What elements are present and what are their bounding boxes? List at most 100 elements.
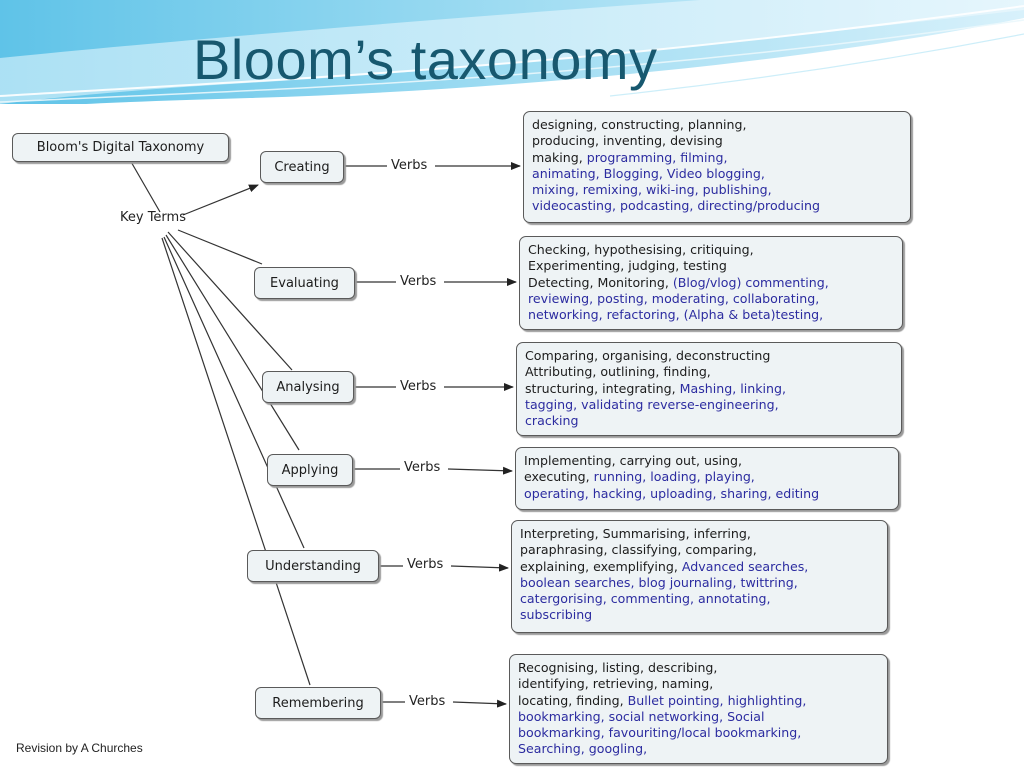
verbs-arrow-understanding [450, 563, 509, 572]
level-node-label: Evaluating [270, 275, 339, 291]
digital-verb-text: boolean searches, blog journaling, twitt… [520, 574, 798, 590]
verb-text: making, [532, 149, 587, 165]
verbs-line: Searching, googling, [518, 741, 879, 757]
root-node: Bloom's Digital Taxonomy [12, 133, 229, 162]
digital-verb-text: cracking [525, 413, 579, 429]
level-node-analysing: Analysing [262, 371, 354, 403]
verbs-line: Detecting, Monitoring, (Blog/vlog) comme… [528, 275, 894, 291]
digital-verb-text: reviewing, posting, moderating, collabor… [528, 290, 820, 306]
verbs-line: Recognising, listing, describing, [518, 660, 879, 676]
verbs-label: Verbs [407, 557, 444, 572]
root-to-keyterms-connector [129, 159, 161, 213]
key-terms-label: Key Terms [120, 210, 186, 225]
digital-verb-text: bookmarking, social networking, Social [518, 708, 765, 724]
verb-text: Experimenting, judging, testing [528, 258, 727, 274]
verbs-line: bookmarking, favouriting/local bookmarki… [518, 725, 879, 741]
verbs-box-remembering: Recognising, listing, describing,identif… [509, 654, 888, 764]
branch-connector-understanding [163, 236, 305, 549]
verbs-line: bookmarking, social networking, Social [518, 709, 879, 725]
verbs-line: Experimenting, judging, testing [528, 258, 894, 274]
verbs-line: animating, Blogging, Video blogging, [532, 166, 902, 182]
verbs-line: catergorising, commenting, annotating, [520, 591, 879, 607]
header-swoosh-line [0, 5, 1024, 97]
verbs-box-evaluating: Checking, hypothesising, critiquing,Expe… [519, 236, 903, 330]
digital-verb-text: catergorising, commenting, annotating, [520, 591, 771, 607]
verbs-line: tagging, validating reverse-engineering, [525, 397, 893, 413]
branch-connector-remembering [161, 237, 311, 686]
verbs-line: mixing, remixing, wiki-ing, publishing, [532, 182, 902, 198]
digital-verb-text: subscribing [520, 607, 593, 623]
digital-verb-text: bookmarking, favouriting/local bookmarki… [518, 725, 802, 741]
header-swoosh-line [609, 33, 1024, 97]
digital-verb-text: programming, filming, [586, 149, 728, 165]
verbs-line: videocasting, podcasting, directing/prod… [532, 198, 902, 214]
verbs-line: networking, refactoring, (Alpha & beta)t… [528, 307, 894, 323]
verbs-line: boolean searches, blog journaling, twitt… [520, 575, 879, 591]
verb-text: Interpreting, Summarising, inferring, [520, 526, 751, 541]
level-node-label: Remembering [272, 695, 364, 711]
digital-verb-text: networking, refactoring, (Alpha & beta)t… [528, 307, 824, 323]
verbs-box-applying: Implementing, carrying out, using,execut… [515, 447, 899, 510]
verb-text: identifying, retrieving, naming, [518, 676, 714, 692]
level-node-remembering: Remembering [255, 687, 381, 719]
header-swoosh-light [0, 0, 1024, 104]
verb-text: structuring, integrating, [525, 380, 680, 396]
root-node-label: Bloom's Digital Taxonomy [36, 140, 205, 155]
verbs-line: executing, running, loading, playing, [524, 469, 890, 485]
verb-text: locating, finding, [518, 692, 628, 708]
digital-verb-text: videocasting, podcasting, directing/prod… [532, 198, 821, 214]
verb-text: Comparing, organising, deconstructing [525, 348, 771, 363]
verbs-line: making, programming, filming, [532, 150, 902, 166]
verbs-line: operating, hacking, uploading, sharing, … [524, 486, 890, 502]
verbs-line: Comparing, organising, deconstructing [525, 348, 893, 364]
digital-verb-text: running, loading, playing, [593, 469, 755, 485]
digital-verb-text: Bullet pointing, highlighting, [627, 692, 807, 708]
verb-text: paraphrasing, classifying, comparing, [520, 542, 757, 558]
verbs-line: cracking [525, 413, 893, 429]
digital-verb-text: Searching, googling, [518, 741, 648, 757]
verb-text: producing, inventing, devising [532, 133, 723, 149]
verbs-line: Checking, hypothesising, critiquing, [528, 242, 894, 258]
digital-verb-text: mixing, remixing, wiki-ing, publishing, [532, 182, 772, 198]
digital-verb-text: (Blog/vlog) commenting, [672, 274, 829, 290]
verb-text: Recognising, listing, describing, [518, 660, 718, 675]
verbs-line: explaining, exemplifying, Advanced searc… [520, 559, 879, 575]
verb-text: Attributing, outlining, finding, [525, 364, 711, 380]
digital-verb-text: Advanced searches, [681, 558, 809, 574]
verbs-line: locating, finding, Bullet pointing, high… [518, 693, 879, 709]
level-node-label: Applying [281, 462, 339, 478]
verb-text: Checking, hypothesising, critiquing, [528, 242, 754, 257]
verbs-line: structuring, integrating, Mashing, linki… [525, 381, 893, 397]
level-node-creating: Creating [260, 151, 344, 183]
slide-title: Bloom’s taxonomy [193, 28, 658, 91]
header-swoosh-line [0, 19, 1024, 103]
branch-connector-applying [165, 234, 300, 451]
verbs-line: paraphrasing, classifying, comparing, [520, 542, 879, 558]
digital-verb-text: tagging, validating reverse-engineering, [525, 396, 779, 412]
level-node-label: Analysing [276, 379, 340, 395]
verbs-arrow-remembering [452, 699, 507, 708]
verbs-line: designing, constructing, planning, [532, 117, 902, 133]
verb-text: designing, constructing, planning, [532, 117, 747, 132]
verb-text: executing, [524, 469, 594, 485]
verbs-line: Attributing, outlining, finding, [525, 364, 893, 380]
verbs-label: Verbs [400, 274, 437, 289]
branch-connector-creating [182, 184, 259, 216]
verbs-label: Verbs [400, 379, 437, 394]
verbs-label: Verbs [409, 694, 446, 709]
verbs-box-understanding: Interpreting, Summarising, inferring,par… [511, 520, 888, 633]
branch-connector-analysing [167, 231, 293, 371]
verbs-arrow-applying [447, 466, 513, 475]
level-node-label: Understanding [265, 558, 361, 574]
level-node-applying: Applying [267, 454, 353, 486]
verb-text: Implementing, carrying out, using, [524, 453, 742, 468]
verbs-label: Verbs [404, 460, 441, 475]
verbs-line: reviewing, posting, moderating, collabor… [528, 291, 894, 307]
verbs-line: subscribing [520, 607, 879, 623]
digital-verb-text: animating, Blogging, Video blogging, [532, 165, 765, 181]
level-node-label: Creating [274, 159, 330, 175]
verbs-label: Verbs [391, 158, 428, 173]
